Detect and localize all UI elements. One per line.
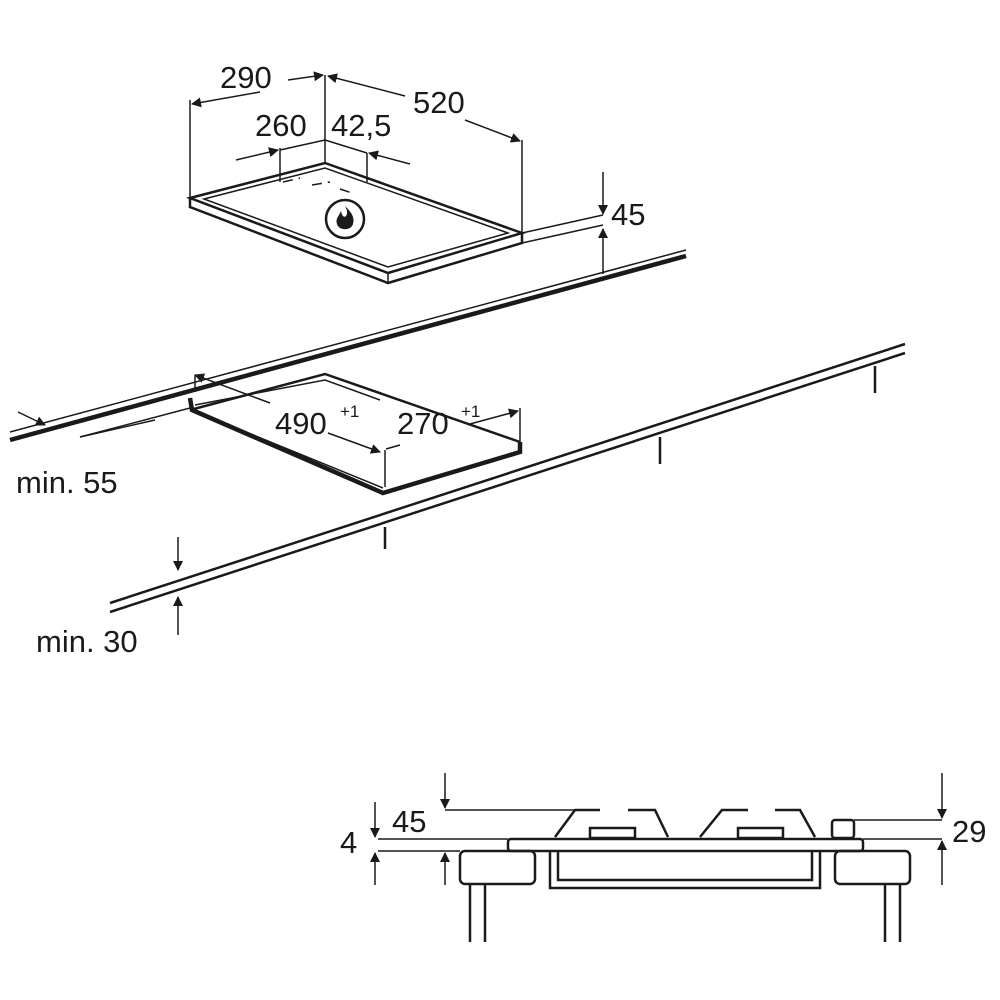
below-clearance-label: min. 30 (36, 624, 138, 659)
cutout-depth-label: 270 (397, 406, 449, 441)
hob-dimensions (189, 71, 608, 274)
cutout-width-label: 490 (275, 406, 327, 441)
hob-height-label: 45 (611, 197, 645, 232)
cutout-depth-tolerance: +1 (461, 402, 480, 421)
burner-offset-label: 42,5 (331, 108, 391, 143)
side-total-height-label: 45 (392, 804, 426, 839)
hob-depth-label: 520 (413, 85, 465, 120)
worktop (9, 249, 906, 614)
cutout-width-tolerance: +1 (340, 402, 359, 421)
front-clearance-label: min. 55 (16, 465, 118, 500)
burner-width-label: 260 (255, 108, 307, 143)
cutout-dimensions (17, 373, 521, 635)
hob-width-label: 290 (220, 60, 272, 95)
side-view-dimensions (370, 773, 947, 885)
burner-height-label: 29 (952, 814, 986, 849)
glass-thickness-label: 4 (340, 825, 357, 860)
side-view (458, 808, 912, 942)
gas-flame-icon (324, 198, 366, 240)
